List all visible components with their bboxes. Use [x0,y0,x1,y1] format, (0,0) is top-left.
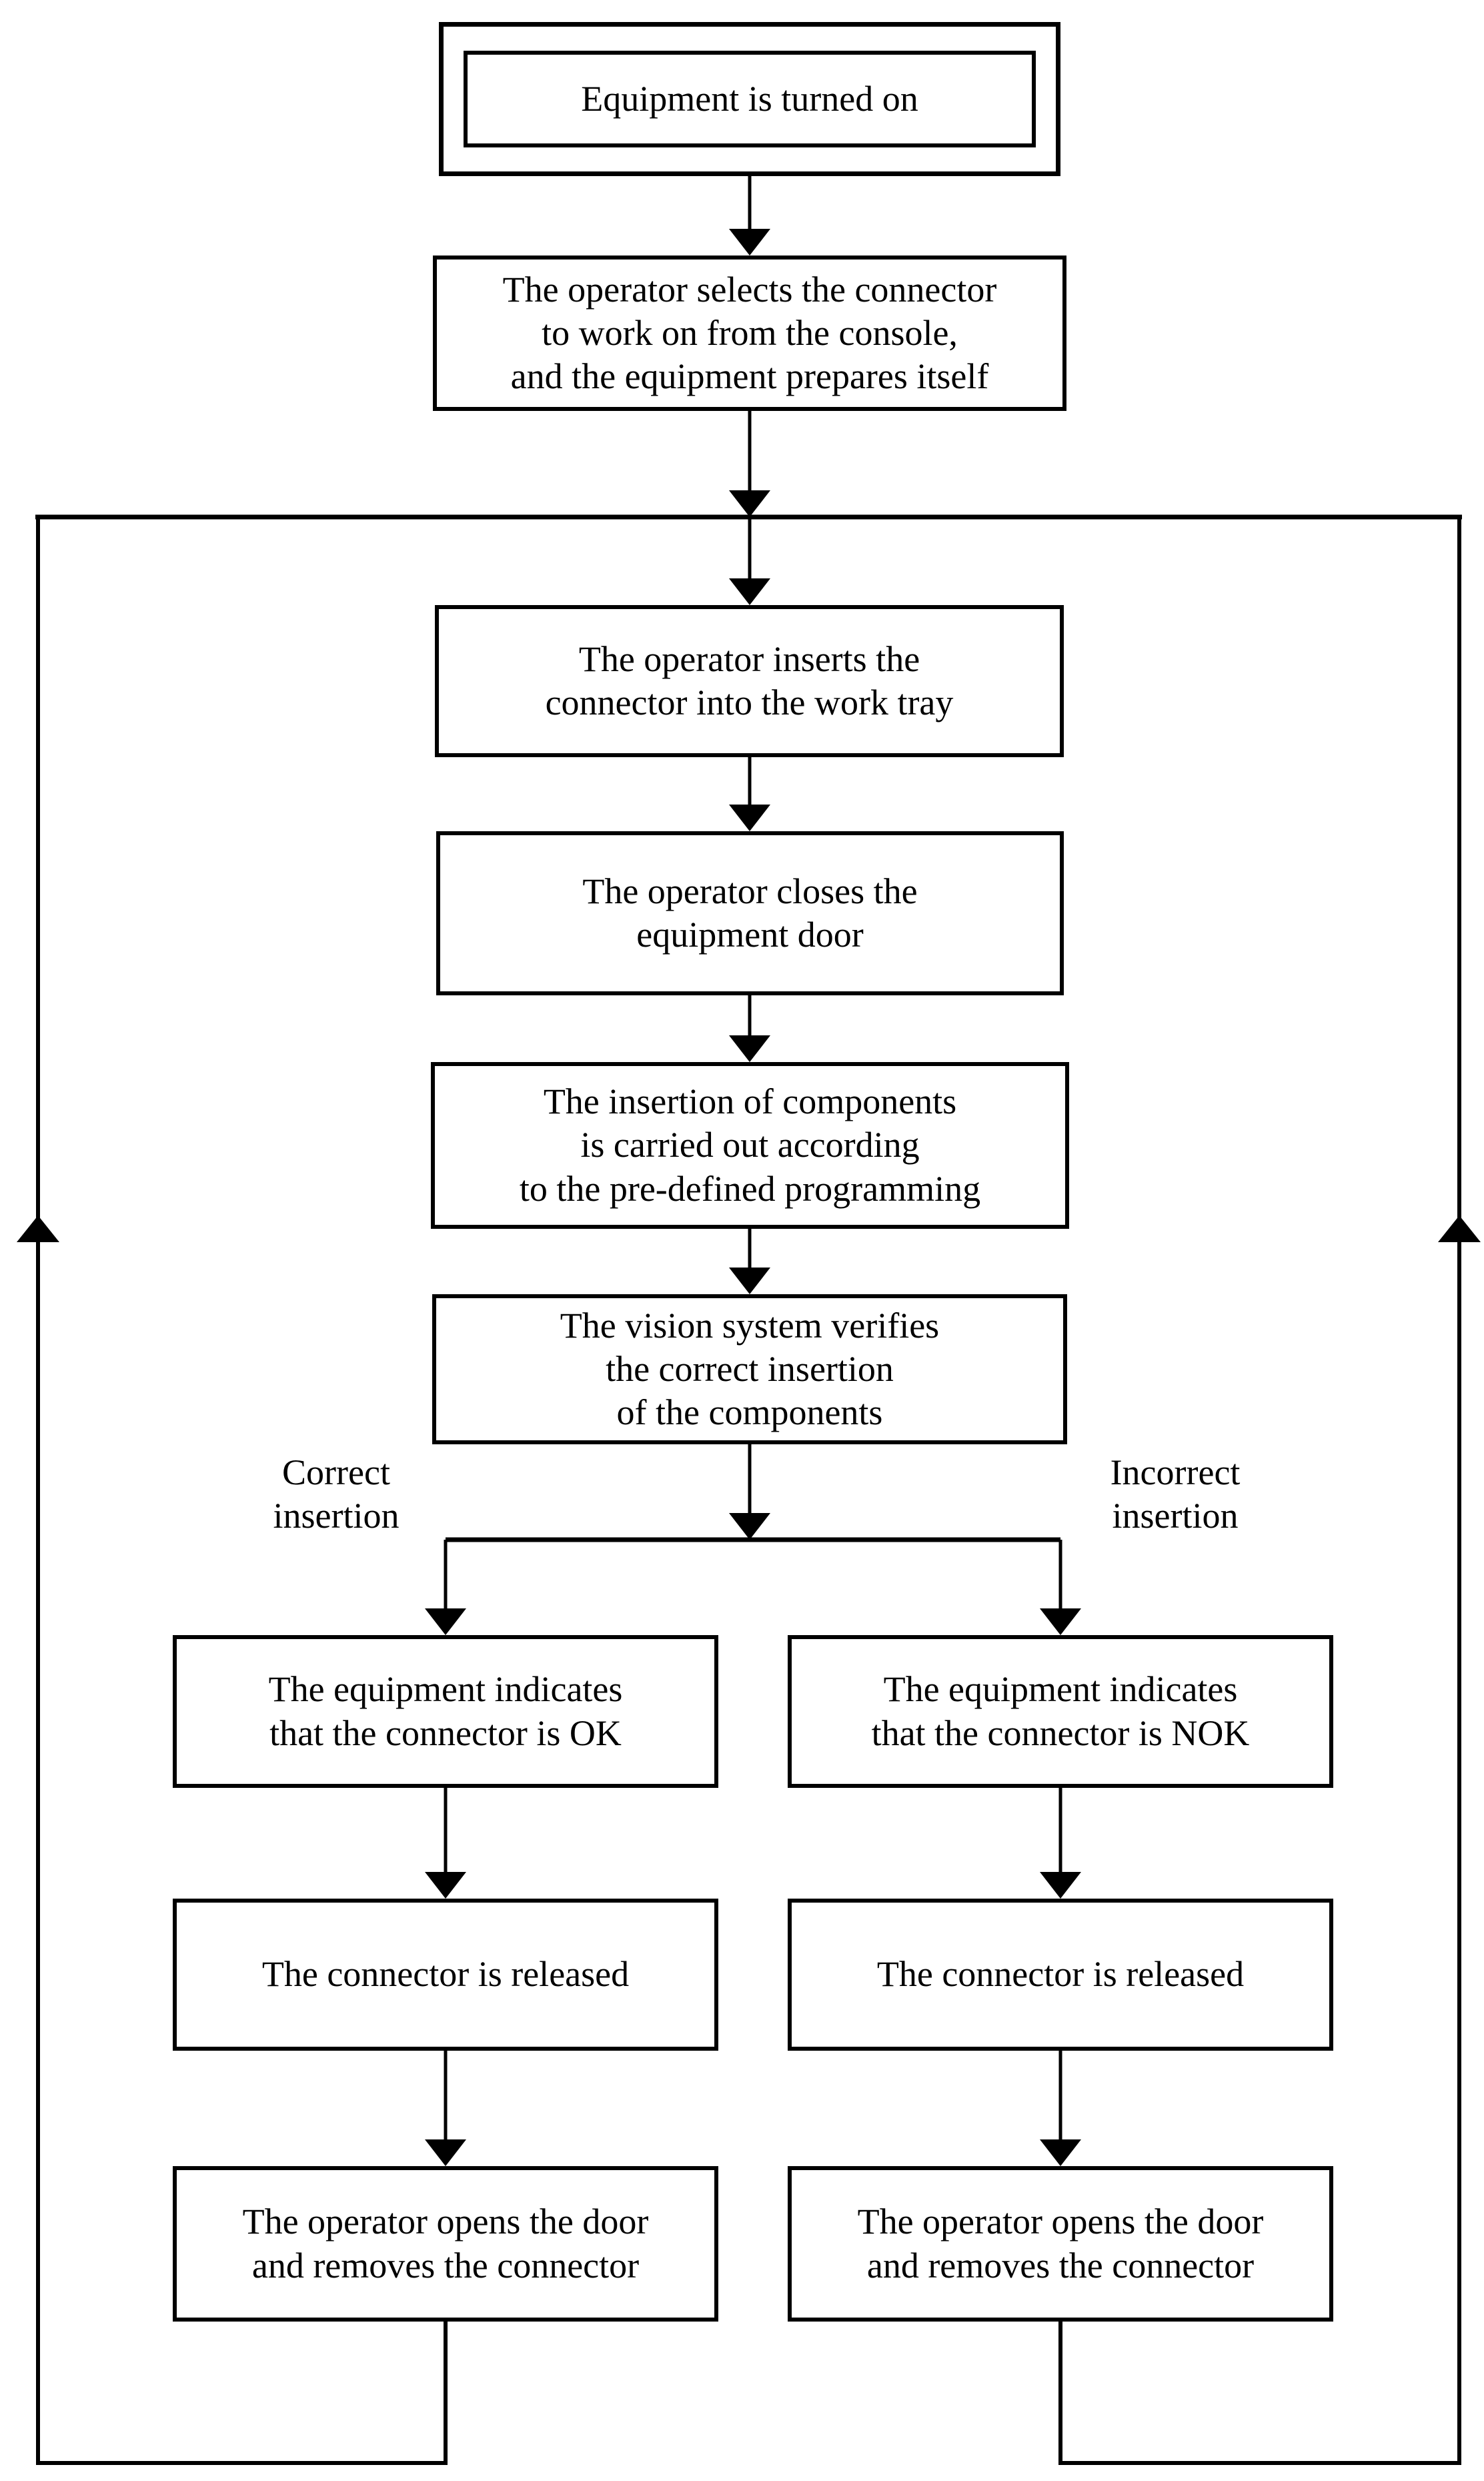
start-box-text: Equipment is turned on [581,78,918,119]
branch-label-correct: Correct insertion [203,1451,470,1538]
step-vision-check: The vision system verifies the correct i… [432,1294,1067,1444]
step-indicate-nok: The equipment indicates that the connect… [788,1635,1333,1788]
step-released-nok-text: The connector is released [876,1954,1245,1995]
arrow-close-to-program [729,995,770,1062]
arrow-program-to-vision [729,1229,770,1294]
step-remove-nok-text: The operator opens the door and removes … [857,2201,1264,2286]
arrow-branch-to-indicate-ok [425,1540,466,1635]
arrow-insert-to-close [729,757,770,831]
start-box-outer: Equipment is turned on [439,22,1060,176]
arrow-released-to-remove-right [1040,2051,1081,2166]
step-indicate-ok-text: The equipment indicates that the connect… [268,1669,623,1753]
arrow-released-to-remove-left [425,2051,466,2166]
arrow-branch-to-indicate-nok [1040,1540,1081,1635]
step-indicate-ok: The equipment indicates that the connect… [173,1635,718,1788]
step-select-connector: The operator selects the connector to wo… [433,256,1066,411]
step-close-door: The operator closes the equipment door [436,831,1064,995]
return-loop-right [1058,517,1481,2465]
return-loop-left [17,517,448,2465]
arrow-select-to-loop-line [729,411,770,517]
step-component-insertion: The insertion of components is carried o… [431,1062,1069,1229]
step-close-door-text: The operator closes the equipment door [582,871,918,955]
step-released-ok: The connector is released [173,1899,718,2051]
branch-label-correct-text: Correct insertion [273,1452,400,1536]
step-indicate-nok-text: The equipment indicates that the connect… [871,1669,1250,1753]
step-remove-ok: The operator opens the door and removes … [173,2166,718,2322]
step-vision-check-text: The vision system verifies the correct i… [560,1305,940,1433]
arrow-indicate-nok-to-released [1040,1788,1081,1899]
start-box: Equipment is turned on [464,51,1036,147]
step-remove-ok-text: The operator opens the door and removes … [242,2201,649,2286]
step-released-ok-text: The connector is released [261,1954,630,1995]
arrow-loop-line-to-insert [729,517,770,605]
step-component-insertion-text: The insertion of components is carried o… [519,1081,981,1209]
step-remove-nok: The operator opens the door and removes … [788,2166,1333,2322]
step-insert-connector: The operator inserts the connector into … [435,605,1064,757]
branch-label-incorrect-text: Incorrect insertion [1110,1452,1241,1536]
step-insert-connector-text: The operator inserts the connector into … [545,638,954,722]
step-select-connector-text: The operator selects the connector to wo… [502,269,997,397]
branch-label-incorrect: Incorrect insertion [1042,1451,1309,1538]
arrow-indicate-ok-to-released [425,1788,466,1899]
arrow-start-to-select [729,176,770,256]
step-released-nok: The connector is released [788,1899,1333,2051]
arrow-vision-to-branch [729,1444,770,1540]
